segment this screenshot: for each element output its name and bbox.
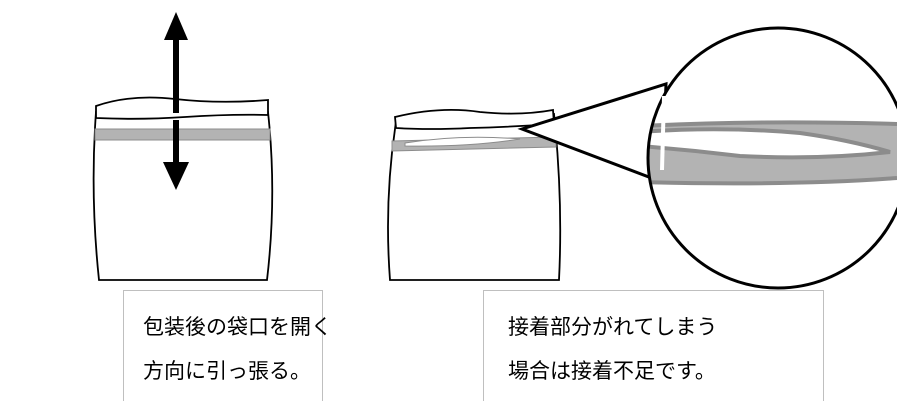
- zoom-seal-top-edge: [648, 120, 897, 128]
- left-bag-seal-band: [94, 128, 271, 141]
- left-bag: [92, 12, 274, 281]
- right-caption-line-1: 接着部分がれてしまう: [508, 315, 718, 339]
- right-caption-box: 接着部分がれてしまう 場合は接着不足です。: [483, 290, 824, 401]
- zoom-pointer-join: [660, 95, 666, 171]
- right-bag-body: [387, 113, 562, 281]
- left-bag-open-flap: [95, 96, 269, 120]
- zoom-separation-gap: [648, 127, 891, 160]
- zoom-callout: [517, 26, 897, 290]
- zoom-seal-bottom-edge: [648, 176, 897, 186]
- right-bag-seal-gap: [404, 136, 521, 147]
- left-caption-box: 包装後の袋口を開く 方向に引っ張る。: [123, 290, 332, 401]
- zoom-circle-outline: [646, 26, 897, 290]
- pull-down-arrow-icon: [163, 120, 189, 190]
- left-bag-body: [92, 111, 274, 281]
- right-bag: [387, 108, 562, 281]
- left-caption-line-2: 方向に引っ張る。: [143, 359, 311, 383]
- pull-up-arrow-icon: [164, 12, 188, 113]
- left-caption-line-1: 包装後の袋口を開く: [143, 315, 332, 339]
- right-caption-line-2: 場合は接着不足です。: [508, 359, 716, 383]
- zoom-detail: [648, 120, 897, 186]
